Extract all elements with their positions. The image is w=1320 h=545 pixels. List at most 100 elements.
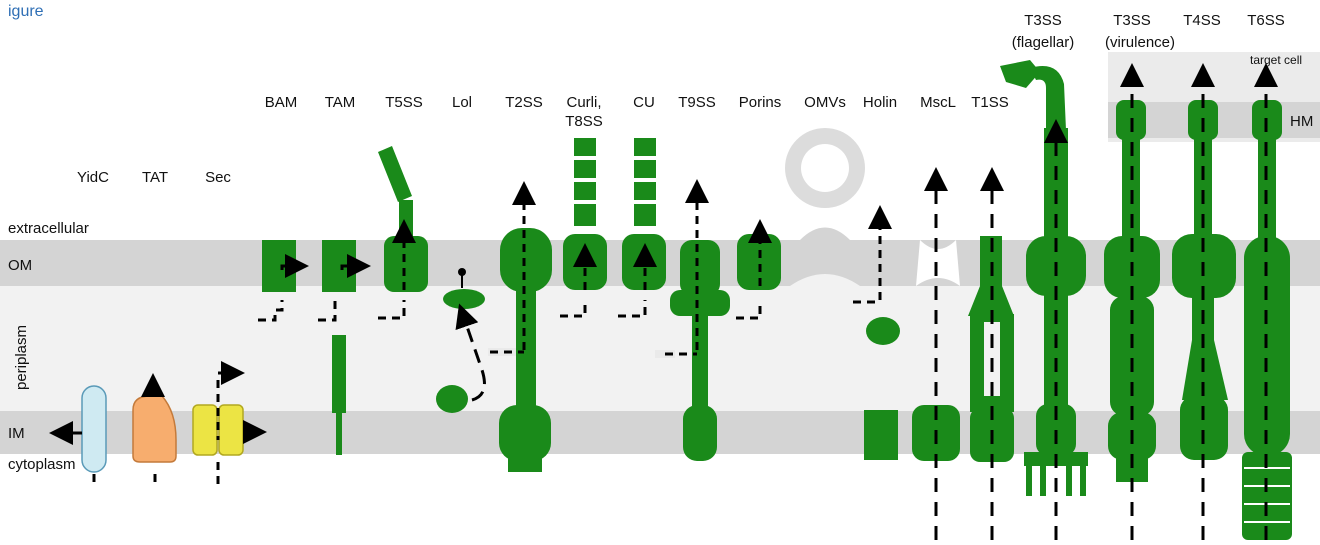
t6ss-sheath: [1242, 452, 1292, 540]
t5ss-barrel: [384, 236, 428, 292]
tam-path: [318, 300, 337, 322]
curli-fiber-1: [574, 138, 596, 156]
omv-budding-bottom: [790, 274, 860, 286]
sec-protein-right: [218, 404, 244, 456]
label-cytoplasm: cytoplasm: [8, 456, 76, 473]
yidc-system: [49, 385, 107, 482]
curli-path: [560, 300, 587, 318]
omvs-system: [785, 128, 865, 286]
t2ss-pilus: [516, 290, 536, 410]
porins-system: [736, 219, 781, 320]
label-t5ss: T5SS: [385, 94, 423, 111]
curli-fiber-2: [574, 160, 596, 178]
holin-system: [853, 205, 900, 460]
t6ss-system: [1242, 63, 1292, 540]
tam-arrow: [340, 254, 371, 278]
label-curli: Curli,: [566, 94, 601, 111]
t4ss-im-complex: [1180, 396, 1228, 460]
label-im: IM: [8, 425, 25, 442]
label-porins: Porins: [739, 94, 782, 111]
label-t9ss: T9SS: [678, 94, 716, 111]
flagellar-motor-leg-1: [1026, 466, 1032, 496]
t3ss-virulence-system: [1104, 63, 1160, 540]
t1ss-tolc-flare: [968, 286, 1014, 316]
flagellar-motor-leg-2: [1040, 466, 1046, 496]
bam-arrow: [280, 254, 309, 278]
t2ss-gap: [488, 348, 516, 356]
curli-fiber-3: [574, 182, 596, 200]
label-tam: TAM: [325, 94, 356, 111]
omv-lumen: [801, 144, 849, 192]
bam-system: [258, 240, 309, 322]
tam-anchor-im: [336, 413, 342, 455]
label-omvs: OMVs: [804, 94, 846, 111]
cu-pilus-3: [634, 182, 656, 200]
label-mscl: MscL: [920, 94, 956, 111]
periplasm-band: [0, 286, 1320, 411]
t9ss-shaft: [692, 314, 708, 410]
label-t6ss: T6SS: [1247, 12, 1285, 29]
mscl-om-gap: [916, 240, 960, 286]
lol-lipid: [458, 268, 466, 276]
label-t1ss: T1SS: [971, 94, 1009, 111]
sec-protein-left: [192, 404, 218, 456]
omv-budding: [800, 227, 850, 286]
label-hm: HM: [1290, 113, 1313, 130]
label-target-cell: target cell: [1250, 53, 1302, 67]
t3ss-needle: [1122, 138, 1140, 238]
cu-pilus-1: [634, 138, 656, 156]
figure-label: igure: [8, 3, 44, 20]
label-bam: BAM: [265, 94, 298, 111]
curli-fiber-4: [574, 204, 596, 226]
tam-anchor: [332, 335, 346, 413]
label-t2ss: T2SS: [505, 94, 543, 111]
porin-barrel: [737, 234, 781, 290]
t2ss-system: [488, 181, 552, 472]
label-t8ss: T8SS: [565, 113, 603, 130]
cu-pilus-2: [634, 160, 656, 178]
cu-pilus-4: [634, 204, 656, 226]
label-holin: Holin: [863, 94, 897, 111]
t5ss-passenger: [378, 146, 412, 202]
curli-system: [560, 138, 607, 318]
lol-b: [443, 289, 485, 309]
label-lol: Lol: [452, 94, 472, 111]
lol-path: [455, 303, 486, 402]
tam-system: [318, 240, 371, 455]
label-virulence: (virulence): [1105, 34, 1175, 51]
t5ss-stalk: [399, 200, 413, 238]
lol-a: [436, 385, 468, 413]
label-t3ss-flagellar: T3SS: [1024, 12, 1062, 29]
t9ss-periplasmic: [670, 290, 730, 316]
t9ss-system: [655, 179, 730, 461]
flagellar-hook: [1030, 66, 1066, 130]
porin-path: [736, 300, 762, 320]
cu-system: [618, 138, 666, 318]
label-flagellar: (flagellar): [1012, 34, 1075, 51]
t1ss-system: [968, 167, 1014, 540]
label-yidc: YidC: [77, 169, 109, 186]
t9ss-im: [683, 405, 717, 461]
flagellar-filament-tip: [1000, 60, 1040, 88]
t5ss-system: [378, 146, 428, 320]
label-tat: TAT: [142, 169, 168, 186]
t4ss-system: [1172, 63, 1236, 540]
label-sec: Sec: [205, 169, 231, 186]
label-periplasm: periplasm: [13, 325, 30, 390]
label-extracellular: extracellular: [8, 220, 89, 237]
holin-protein: [864, 410, 898, 460]
tat-system: [132, 373, 177, 482]
flagellar-motor-leg-4: [1080, 466, 1086, 496]
sec-system: [192, 361, 267, 484]
mscl-system: [912, 167, 960, 540]
t2ss-atpase: [508, 452, 542, 472]
label-t3ss-virulence: T3SS: [1113, 12, 1151, 29]
label-cu: CU: [633, 94, 655, 111]
t6ss-tube: [1258, 138, 1276, 238]
t4ss-pilus: [1194, 138, 1212, 238]
t2ss-secretin: [500, 228, 552, 292]
label-t4ss: T4SS: [1183, 12, 1221, 29]
t3ss-flagellar-system: [1000, 60, 1088, 540]
